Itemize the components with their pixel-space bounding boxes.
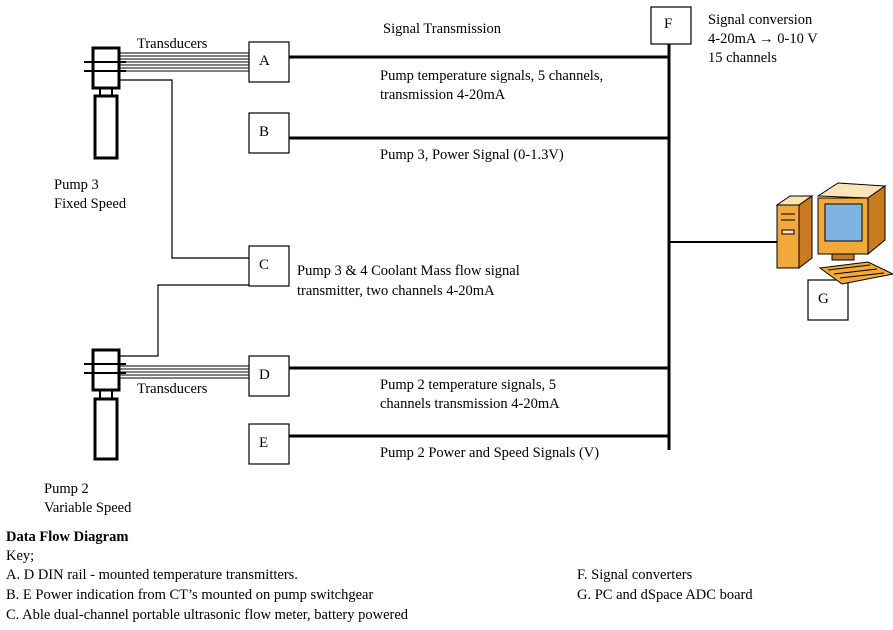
signal-a-label-line2: transmission 4-20mA (380, 87, 506, 103)
diagram-title: Signal Transmission (383, 21, 502, 37)
transducers-label-top: Transducers (137, 36, 208, 52)
signal-e-label: Pump 2 Power and Speed Signals (V) (380, 445, 600, 461)
flow-line-pump2-to-c (119, 284, 249, 357)
pc-computer-icon (775, 182, 893, 285)
key-item-f: F. Signal converters (577, 567, 693, 583)
box-g-label: G (818, 291, 829, 307)
box-b-label: B (259, 124, 270, 140)
transducer-wires-bottom (119, 365, 249, 379)
transducers-label-bottom: Transducers (137, 381, 208, 397)
key-title: Data Flow Diagram (6, 529, 129, 545)
pump-2-icon (84, 348, 126, 461)
box-e-label: E (259, 435, 269, 451)
signal-d-label-line2: channels transmission 4-20mA (380, 396, 560, 412)
box-c-label: C (259, 257, 270, 273)
flow-line-pump3-to-c (119, 79, 249, 259)
box-f-label: F (664, 16, 673, 32)
box-a (248, 41, 290, 83)
signal-d-label-line1: Pump 2 temperature signals, 5 (380, 377, 556, 393)
box-c (248, 245, 290, 287)
box-g (807, 279, 849, 321)
key-subtitle: Key; (6, 548, 35, 564)
box-b (248, 112, 290, 154)
signal-c-label-line2: transmitter, two channels 4-20mA (297, 283, 495, 299)
conversion-label-line1: Signal conversion (708, 12, 813, 28)
key-item-ad: A. D DIN rail - mounted temperature tran… (6, 567, 298, 583)
box-a-label: A (259, 53, 270, 69)
box-f (650, 6, 692, 45)
pump2-type: Variable Speed (44, 500, 132, 516)
signal-c-label-line1: Pump 3 & 4 Coolant Mass flow signal (297, 263, 520, 279)
signal-b-label: Pump 3, Power Signal (0-1.3V) (380, 147, 564, 163)
conversion-label-line2: 4-20mA → 0-10 V (708, 31, 818, 47)
box-e (248, 423, 290, 465)
pump3-type: Fixed Speed (54, 196, 127, 212)
pump2-name: Pump 2 (44, 481, 89, 497)
conversion-label-line3: 15 channels (708, 50, 777, 66)
key-item-g: G. PC and dSpace ADC board (577, 587, 753, 603)
box-d (248, 355, 290, 397)
transducer-wires-top (119, 52, 249, 72)
signal-a-label-line1: Pump temperature signals, 5 channels, (380, 68, 604, 84)
key-item-c: C. Able dual-channel portable ultrasonic… (6, 607, 409, 623)
box-d-label: D (259, 367, 270, 383)
key-item-be: B. E Power indication from CT’s mounted … (6, 587, 374, 603)
pump3-name: Pump 3 (54, 177, 99, 193)
